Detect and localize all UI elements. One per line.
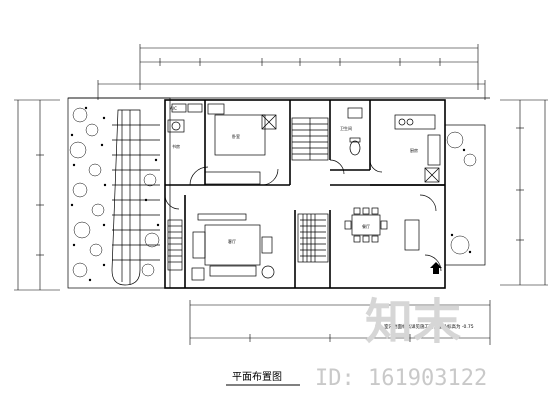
landscape-plants bbox=[69, 106, 477, 282]
door-swings bbox=[164, 159, 442, 272]
room-label-dining: 餐厅 bbox=[362, 223, 370, 229]
room-label-living: 客厅 bbox=[228, 238, 236, 244]
watermark-logo: 知末 bbox=[365, 294, 461, 350]
study-furniture bbox=[167, 103, 203, 133]
terrace bbox=[444, 124, 486, 266]
staircase-left bbox=[167, 219, 183, 271]
living-room-furniture bbox=[191, 213, 275, 281]
kitchen-furniture bbox=[394, 114, 441, 183]
room-label-kitchen: 厨房 bbox=[410, 147, 418, 153]
watermark-id: ID: 161903122 bbox=[315, 366, 487, 391]
building-walls bbox=[164, 99, 446, 289]
bedroom-furniture bbox=[204, 103, 277, 185]
room-label-bedroom: 卧室 bbox=[232, 133, 240, 139]
dimension-lines bbox=[14, 44, 548, 345]
plan-note: 注：室内地面标高详见施工图，室外标高为 -0.75 bbox=[375, 323, 474, 330]
garden-boundary bbox=[67, 97, 171, 289]
entry-arrow-icon bbox=[430, 262, 442, 274]
staircase-lower bbox=[297, 213, 329, 263]
plan-title: 平面布置图 bbox=[232, 371, 282, 383]
room-label-study: 书房 bbox=[172, 143, 180, 149]
room-label-ac: A/C bbox=[170, 106, 177, 111]
room-label-toilet: 卫生间 bbox=[340, 125, 352, 131]
staircase-upper bbox=[291, 117, 329, 161]
toilet-fixtures bbox=[347, 107, 363, 156]
dining-furniture bbox=[344, 207, 420, 251]
garden-paving bbox=[111, 109, 160, 286]
